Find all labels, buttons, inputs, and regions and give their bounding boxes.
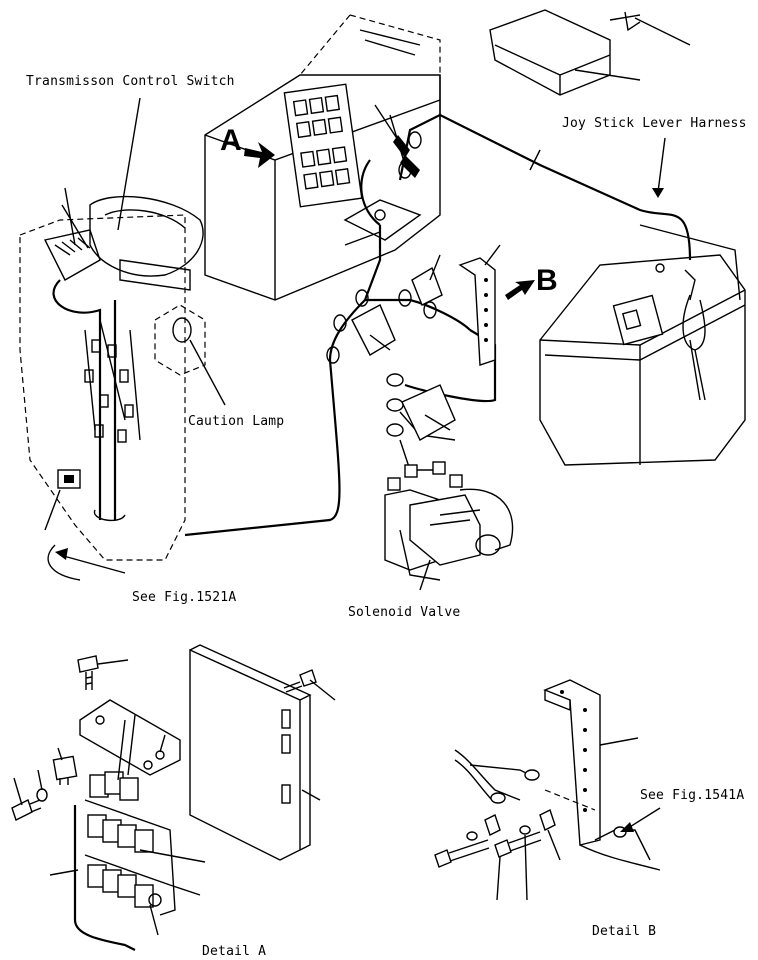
see-fig-1541-label: See Fig.1541A xyxy=(640,788,745,803)
detail-b-label: Detail B xyxy=(592,924,657,939)
bracket-b xyxy=(458,257,535,366)
transmission-switch-label: Transmisson Control Switch xyxy=(26,74,235,89)
steering-column xyxy=(19,195,204,581)
solenoid-valve xyxy=(384,373,514,581)
cover-plate xyxy=(489,9,691,96)
caution-lamp xyxy=(154,304,206,376)
joystick-console xyxy=(539,254,746,466)
joystick-harness-label: Joy Stick Lever Harness xyxy=(562,116,747,131)
view-a-marker: A xyxy=(220,124,242,157)
detail-a-label: Detail A xyxy=(202,944,267,959)
harness xyxy=(184,113,741,537)
detail-a-assembly xyxy=(11,644,317,951)
see-fig-1521-label: See Fig.1521A xyxy=(132,590,237,605)
main-cabinet xyxy=(204,14,441,301)
detail-b-assembly xyxy=(434,679,661,871)
leader-lines xyxy=(13,75,701,936)
view-b-marker: B xyxy=(536,264,558,297)
caution-lamp-label: Caution Lamp xyxy=(188,414,285,429)
solenoid-valve-label: Solenoid Valve xyxy=(348,605,461,620)
